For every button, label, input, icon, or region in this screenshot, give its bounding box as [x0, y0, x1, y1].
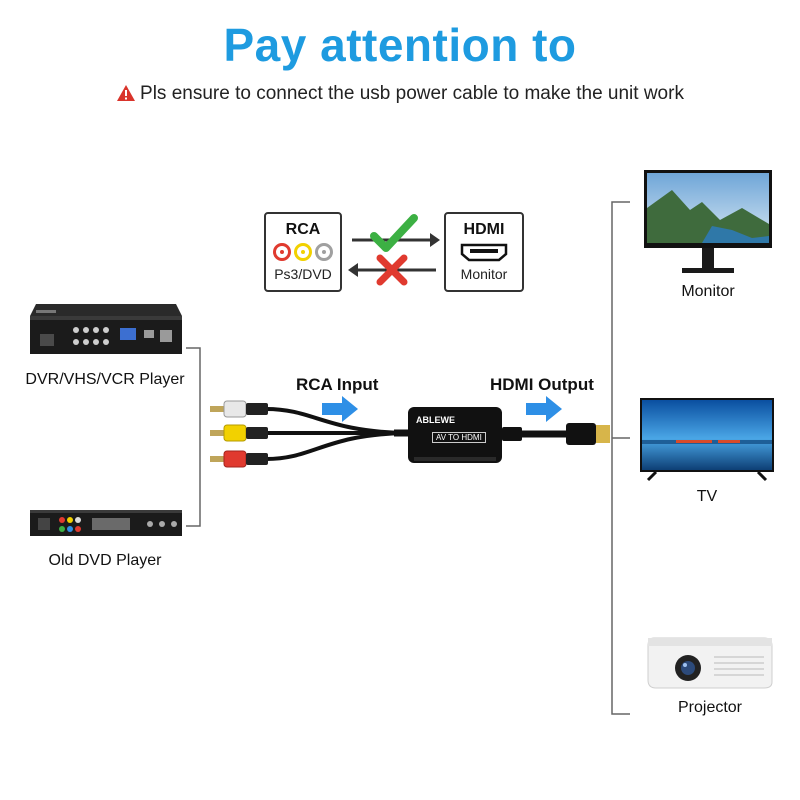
hdmi-card-sub: Monitor [460, 266, 508, 282]
adapter-assembly [210, 400, 610, 468]
rca-card-title: RCA [285, 221, 321, 238]
rca-input-label: RCA Input [296, 375, 379, 394]
tv-device [640, 398, 774, 482]
direction-arrows [348, 214, 440, 286]
hdmi-plug [566, 423, 610, 445]
dvr-device [30, 304, 182, 354]
monitor-label: Monitor [681, 283, 735, 300]
hdmi-card-title: HDMI [463, 221, 505, 238]
dvd-device [30, 510, 182, 536]
rca-card-sub: Ps3/DVD [274, 266, 332, 282]
dvd-label: Old DVD Player [48, 552, 162, 569]
adapter-model-label: AV TO HDMI [432, 432, 486, 443]
warning-text: Pls ensure to connect the usb power cabl… [140, 83, 684, 104]
rca-card: RCA Ps3/DVD [264, 212, 342, 292]
monitor-device [644, 170, 772, 273]
projector-label: Projector [677, 699, 743, 716]
warning-icon [117, 85, 136, 101]
check-icon [370, 214, 418, 252]
projector-device [647, 637, 773, 689]
rca-connectors-icon [273, 243, 333, 261]
displays-bracket [611, 201, 630, 715]
adapter-brand: ABLEWE [416, 415, 455, 425]
adapter-box [408, 407, 502, 463]
dvr-label: DVR/VHS/VCR Player [25, 371, 185, 388]
hdmi-output-label: HDMI Output [490, 375, 594, 394]
backward-arrow-icon [348, 263, 436, 277]
warning-notice: Pls ensure to connect the usb power cabl… [0, 83, 800, 105]
hdmi-card: HDMI Monitor [444, 212, 524, 292]
page-title: Pay attention to [223, 19, 577, 71]
tv-label: TV [696, 488, 718, 505]
sources-bracket [186, 347, 201, 527]
white-rca-plug [210, 400, 268, 418]
cross-icon [376, 254, 408, 286]
input-arrow-icon [322, 396, 358, 422]
red-rca-plug [210, 450, 268, 468]
hdmi-port-icon [460, 243, 508, 262]
yellow-rca-plug [210, 424, 268, 442]
output-arrow-icon [526, 396, 562, 422]
